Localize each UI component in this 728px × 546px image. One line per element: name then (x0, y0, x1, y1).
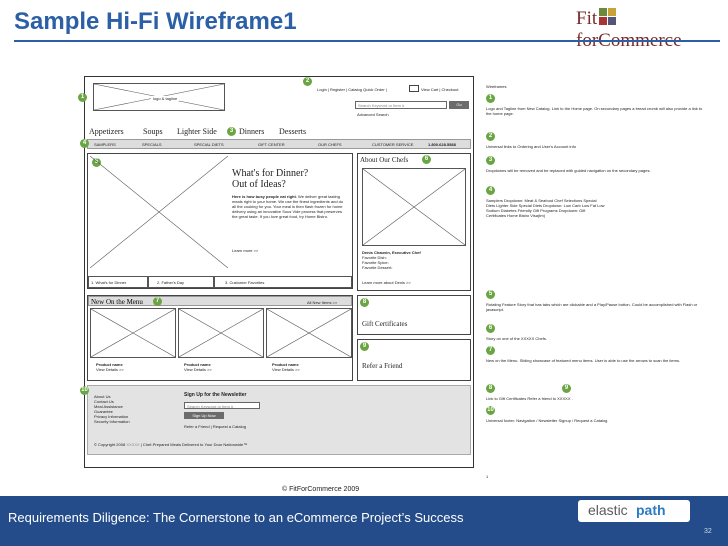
nav-appetizers[interactable]: Appetizers (89, 127, 124, 136)
chef-learn-more[interactable]: Learn more about Denis >> (362, 280, 411, 285)
note-3: 3 Dropdowns will be removed and be repla… (486, 156, 651, 173)
footer-copyright: © Copyright 2008 XXXXX | Chef-Prepared M… (94, 442, 248, 447)
new-on-menu-title: New On the Menu (91, 298, 143, 306)
gift-certificates-panel[interactable]: 8 Gift Certificates (357, 295, 471, 335)
product-image-1[interactable] (90, 308, 176, 358)
refer-friend-panel[interactable]: 9 Refer a Friend (357, 339, 471, 381)
nav-dinners[interactable]: Dinners (239, 127, 265, 136)
marker-1: 1 (78, 93, 87, 102)
page-number: 32 (704, 528, 712, 535)
hero-tabs: 1. What's for Dinner 2. Father's Day 3. … (88, 268, 352, 288)
elasticpath-logo: elastic path (578, 500, 690, 522)
all-new-items-link[interactable]: All New Items >> (307, 300, 338, 305)
product-1-details-link[interactable]: View Details >> (96, 367, 124, 372)
product-3-details-link[interactable]: View Details >> (272, 367, 300, 372)
cart-icon[interactable] (409, 85, 419, 92)
new-on-menu-panel: New On the Menu 7 All New Items >> Produ… (87, 295, 353, 381)
title-divider (14, 40, 720, 42)
footer-refer-links[interactable]: Refer a Friend | Request a Catalog (184, 424, 246, 429)
logo-tagline: logo & tagline (151, 96, 180, 101)
signup-button[interactable]: Sign Up Now (184, 412, 224, 419)
refer-friend-label: Refer a Friend (362, 362, 403, 370)
marker-4: 4 (80, 139, 89, 148)
gift-certificates-label: Gift Certificates (362, 320, 408, 328)
sub-nav: 4 SAMPLERS SPECIALS SPECIAL DIETS GIFT C… (80, 139, 471, 149)
note-page-index: 1 (486, 474, 489, 479)
phone-number: 1.800.628.5588 (428, 142, 456, 147)
chef-info: Denis Chauvin, Executive Chef Favorite D… (362, 250, 421, 270)
slide-title: Sample Hi-Fi Wireframe1 (14, 8, 297, 35)
nav-soups[interactable]: Soups (143, 127, 163, 136)
marker-5: 5 (92, 158, 101, 167)
hero-body: Here is how busy people eat right. We de… (232, 194, 344, 219)
note-2: 2 Universal links to Ordering and User's… (486, 132, 576, 149)
marker-6: 6 (422, 155, 431, 164)
about-chefs-panel: About Our Chefs 6 Denis Chauvin, Executi… (357, 153, 471, 291)
subnav-gift-center[interactable]: GIFT CENTER (258, 142, 285, 147)
marker-10: 10 (80, 386, 89, 395)
note-7: 7 New on the Menu. Sliding showcase of f… (486, 346, 681, 363)
advanced-search-link[interactable]: Advanced Search (357, 112, 389, 117)
hero-tab-1[interactable]: 1. What's for Dinner (88, 276, 148, 288)
footer-link-meal[interactable]: Meal Assistance (94, 404, 123, 409)
brand-blocks-icon (599, 8, 617, 26)
site-footer: 10 About Us Contact Us Meal Assistance G… (80, 385, 471, 455)
brand-left-text: Fit (576, 8, 598, 29)
footer-links: About Us Contact Us Meal Assistance Guar… (94, 394, 130, 424)
subnav-our-chefs[interactable]: OUR CHEFS (318, 142, 342, 147)
subnav-specials[interactable]: SPECIALS (142, 142, 162, 147)
wireframe-frame: logo & tagline 1 2 Login | Register | Ca… (78, 76, 474, 468)
note-10: 10 Universal footer: Navigation / Newsle… (486, 406, 608, 423)
product-2-details-link[interactable]: View Details >> (184, 367, 212, 372)
search-input[interactable]: Search Keyword or Item # (355, 101, 447, 109)
footer-link-contact[interactable]: Contact Us (94, 399, 114, 404)
note-4: 4 Samplers Dropdown: Meat & Seafood Chef… (486, 186, 605, 218)
footer-link-privacy[interactable]: Privacy Information (94, 414, 129, 419)
utility-links[interactable]: Login | Register | Catalog Quick Order | (317, 87, 387, 92)
go-button[interactable]: Go (449, 101, 469, 109)
slide-footer-text: Requirements Diligence: The Cornerstone … (8, 510, 464, 525)
chef-image-placeholder (362, 168, 466, 246)
note-8-9: 8 9 Link to Gift Certificates Refer a fr… (486, 384, 573, 401)
slide-copyright: © FitForCommerce 2009 (282, 486, 360, 493)
subnav-samplers[interactable]: SAMPLERS (94, 142, 116, 147)
marker-9: 9 (360, 342, 369, 351)
hero-heading: What's for Dinner? Out of Ideas? (232, 168, 309, 190)
about-chefs-title: About Our Chefs (360, 156, 409, 164)
footer-link-about[interactable]: About Us (94, 394, 111, 399)
note-1: 1 Logo and Tagline from New Catalog. Lin… (486, 94, 703, 116)
hero-learn-more[interactable]: Learn more >> (232, 248, 259, 253)
hero-image-placeholder (90, 156, 228, 268)
nav-desserts[interactable]: Desserts (279, 127, 307, 136)
marker-3: 3 (227, 127, 236, 136)
marker-2: 2 (303, 77, 312, 86)
footer-link-guarantee[interactable]: Guarantee (94, 409, 113, 414)
new-on-menu-header: New On the Menu 7 All New Items >> (88, 296, 352, 306)
product-image-2[interactable] (178, 308, 264, 358)
marker-7: 7 (153, 297, 162, 306)
subnav-customer-service[interactable]: CUSTOMER SERVICE (372, 142, 414, 147)
newsletter-input[interactable]: Search Keyword or Item # (184, 402, 260, 409)
footer-link-security[interactable]: Security Information (94, 419, 130, 424)
note-5: 5 Rotating Feature Story that has tabs w… (486, 290, 698, 312)
marker-8: 8 (360, 298, 369, 307)
newsletter-title: Sign Up for the Newsletter (184, 392, 247, 398)
main-nav: Appetizers Soups Lighter Side 3 Dinners … (89, 125, 469, 139)
product-image-3[interactable] (266, 308, 352, 358)
subnav-special-diets[interactable]: SPECIAL DIETS (194, 142, 224, 147)
nav-lighter-side[interactable]: Lighter Side (177, 127, 217, 136)
hero-tab-2[interactable]: 2. Father's Day (148, 276, 214, 288)
hero-tab-3[interactable]: 3. Customer Favorites (214, 276, 352, 288)
notes-heading: Wireframes (486, 84, 507, 89)
hero-feature: 5 What's for Dinner? Out of Ideas? Here … (87, 153, 353, 289)
annotation-notes: Wireframes 1 Logo and Tagline from New C… (486, 84, 716, 486)
cart-links[interactable]: View Cart | Checkout (421, 87, 459, 92)
note-6: 6 Story on one of the XXXXX Chefs. (486, 324, 547, 341)
